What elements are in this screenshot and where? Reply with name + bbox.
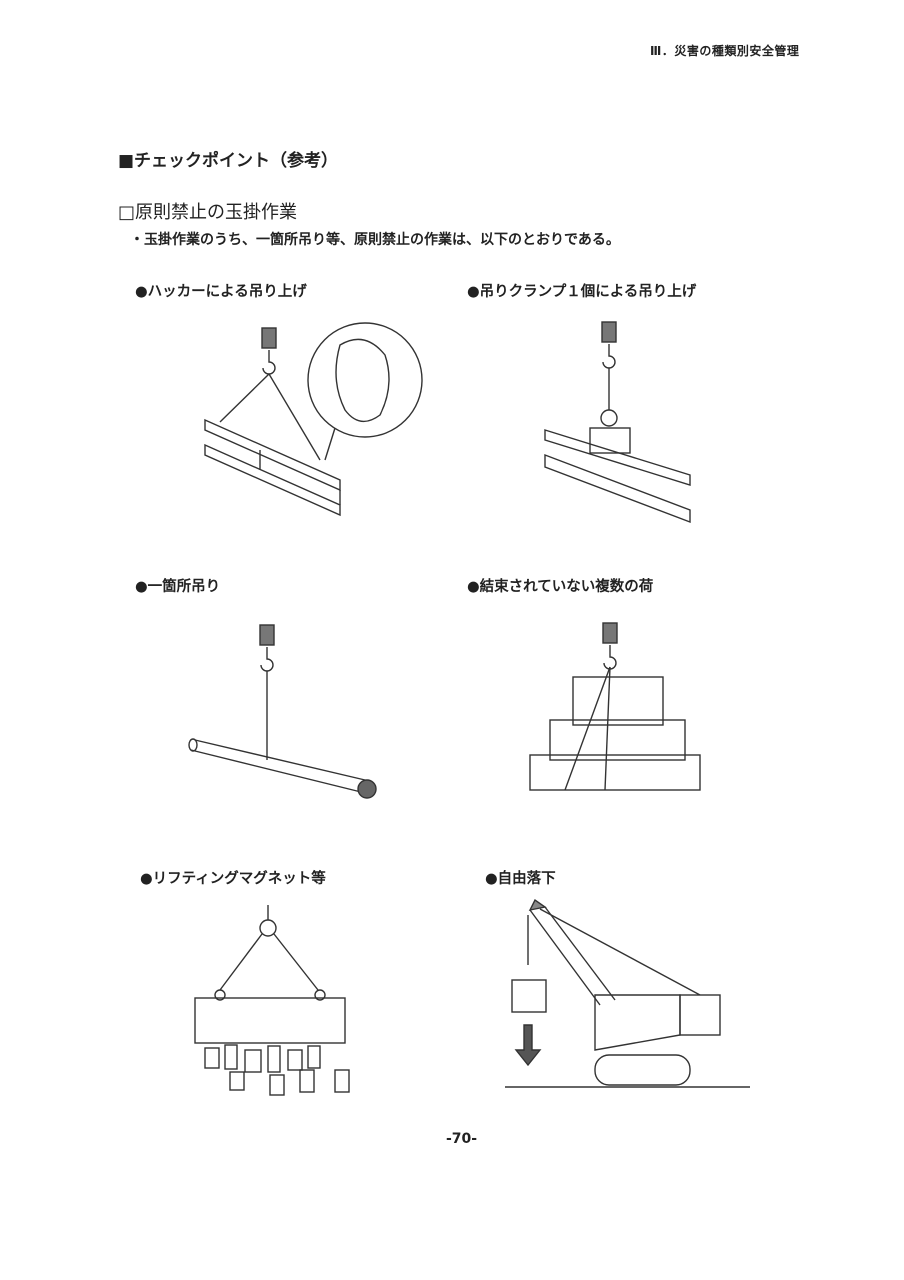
free-fall-crane-illustration [505,898,750,1088]
single-point-illustration [188,624,377,799]
section-title: ■チェックポイント（参考） [118,151,339,171]
page-number: -70- [446,1131,478,1147]
caption-hacker-lift: ●ハッカーによる吊り上げ [135,284,307,300]
lifting-magnet-illustration [194,905,350,1096]
unbound-loads-illustration [529,622,701,791]
subsection-title: □原則禁止の玉掛作業 [118,202,298,223]
caption-single-point: ●一箇所吊り [135,579,221,595]
running-header: Ⅲ．災害の種類別安全管理 [650,44,800,58]
intro-text: ・玉掛作業のうち、一箇所吊り等、原則禁止の作業は、以下のとおりである。 [130,232,620,248]
caption-unbound-loads: ●結束されていない複数の荷 [467,579,654,595]
single-clamp-illustration [544,321,691,524]
caption-free-fall: ●自由落下 [485,871,556,887]
hacker-lift-illustration [204,322,423,517]
caption-single-clamp: ●吊りクランプ１個による吊り上げ [467,284,697,300]
caption-lifting-magnet: ●リフティングマグネット等 [140,871,326,887]
